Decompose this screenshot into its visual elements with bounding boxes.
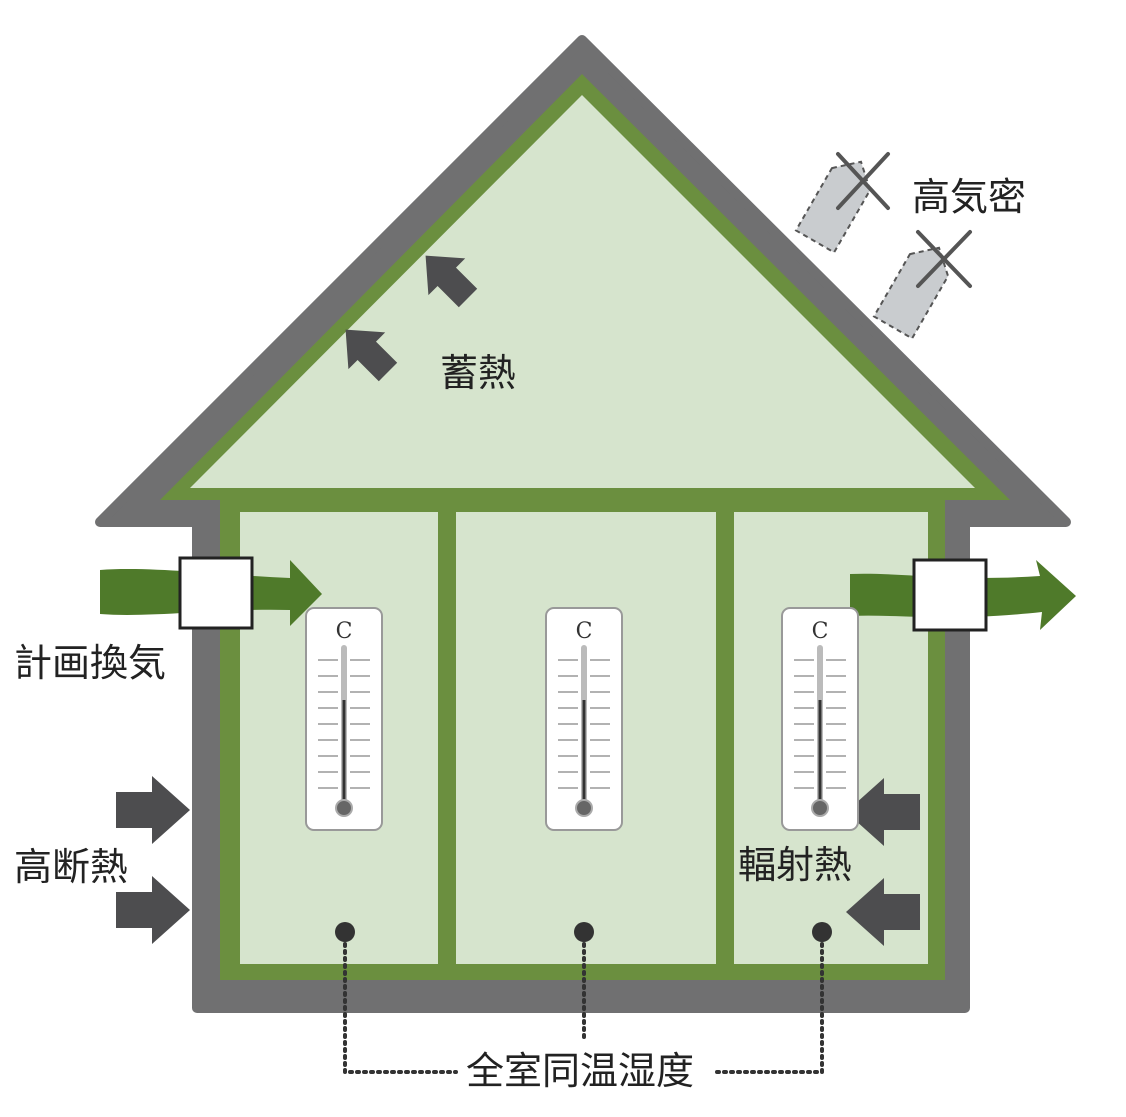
thermometer-unit: C bbox=[336, 619, 353, 644]
air-leak-2 bbox=[872, 246, 950, 340]
insulation-label: 高断熱 bbox=[14, 845, 129, 889]
ventilation-outlet-box bbox=[912, 558, 988, 632]
thermometer-unit: C bbox=[812, 619, 829, 644]
heat-storage-arrow-1 bbox=[345, 329, 398, 382]
uniform-temp-humidity-label: 全室同温湿度 bbox=[458, 1052, 703, 1090]
cross-mark-2 bbox=[916, 230, 972, 288]
ventilation-inlet-box bbox=[178, 556, 254, 630]
heat-storage-label: 蓄熱 bbox=[440, 351, 517, 395]
room-sensor-left bbox=[335, 922, 355, 942]
thermometer-unit: C bbox=[576, 619, 593, 644]
ventilation-label: 計画換気 bbox=[14, 641, 167, 685]
radiant-heat-arrow-1 bbox=[846, 778, 920, 846]
radiant-heat-arrow-2 bbox=[846, 878, 920, 946]
radiant-heat-label: 輻射熱 bbox=[738, 843, 853, 887]
connector-lines bbox=[343, 942, 824, 1074]
attic-space bbox=[190, 95, 975, 488]
insulation-arrow-2 bbox=[116, 876, 190, 944]
room-sensor-center bbox=[574, 922, 594, 942]
air-leak-1 bbox=[794, 160, 872, 254]
room-sensor-right bbox=[812, 922, 832, 942]
thermometer-right: C bbox=[781, 607, 859, 831]
heat-storage-arrow-2 bbox=[425, 255, 478, 308]
thermometer-center: C bbox=[545, 607, 623, 831]
cross-mark-1 bbox=[836, 152, 890, 210]
insulation-arrow-1 bbox=[116, 776, 190, 844]
airtight-label: 高気密 bbox=[912, 175, 1027, 219]
thermometer-left: C bbox=[305, 607, 383, 831]
